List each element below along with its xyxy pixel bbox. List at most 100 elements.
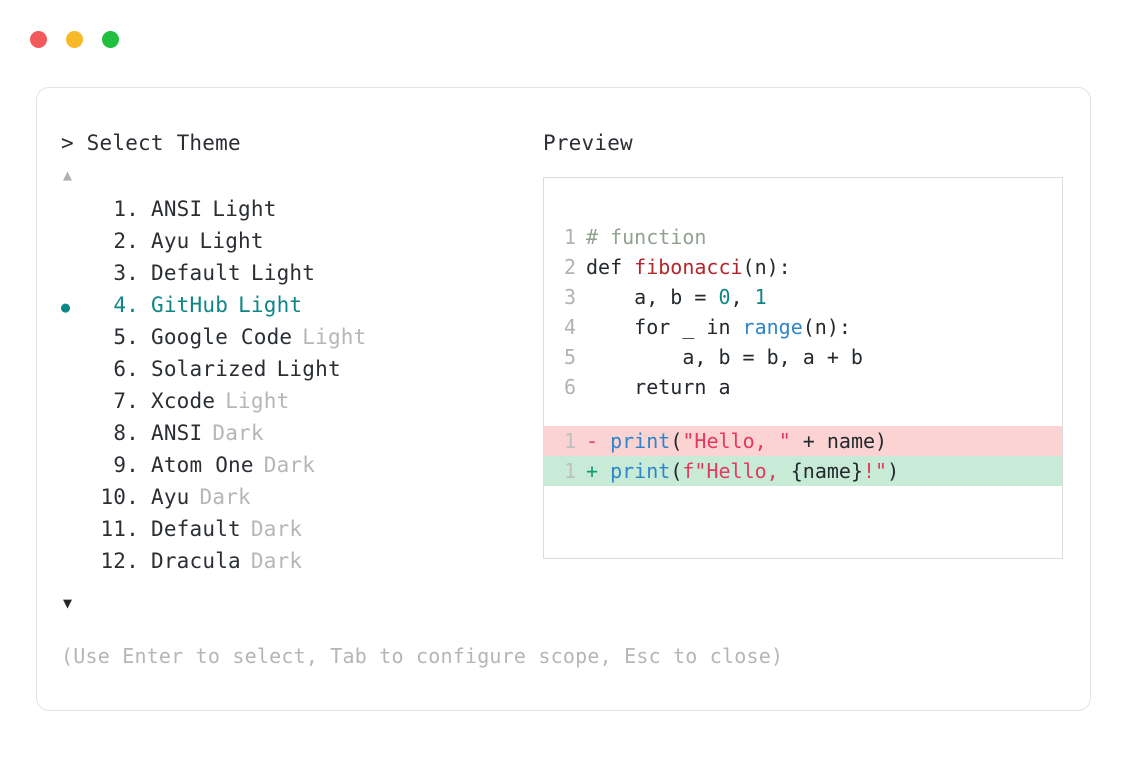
code-token: print: [610, 429, 671, 453]
diff-sign: +: [586, 459, 599, 483]
code-token: (: [670, 459, 683, 483]
theme-list-item[interactable]: 6. Solarized Light: [61, 353, 531, 385]
theme-list-item[interactable]: 8. ANSI Dark: [61, 417, 531, 449]
theme-item-variant: Dark: [250, 517, 303, 541]
code-token: (n):: [802, 315, 851, 339]
maximize-dot[interactable]: [102, 31, 119, 48]
line-number: 1: [563, 225, 576, 249]
close-dot[interactable]: [30, 31, 47, 48]
code-token: (n):: [742, 255, 791, 279]
code-token: range: [742, 315, 803, 339]
code-line: 1 # function: [544, 222, 1062, 252]
theme-item-variant: Light: [250, 261, 316, 285]
scroll-up-icon[interactable]: ▲: [63, 166, 73, 184]
page-title: > Select Theme: [61, 131, 241, 155]
line-number: 6: [563, 375, 576, 399]
code-token: return a: [586, 375, 731, 399]
code-token: 1: [754, 285, 767, 309]
code-line-text: a, b = 0, 1: [586, 282, 767, 312]
code-line-text: return a: [586, 372, 731, 402]
line-number: 4: [563, 315, 576, 339]
selected-bullet-icon: ●: [61, 298, 71, 316]
diff-sign: -: [586, 429, 599, 453]
code-token: print: [610, 459, 671, 483]
theme-item-variant: Light: [238, 293, 303, 317]
code-token: fibonacci: [634, 255, 743, 279]
diff-block: 1- print("Hello, " + name)1+ print(f"Hel…: [544, 426, 1062, 486]
code-line-text: for _ in range(n):: [586, 312, 851, 342]
keyboard-hint: (Use Enter to select, Tab to configure s…: [61, 644, 784, 668]
theme-item-index: 5.: [113, 325, 139, 349]
code-token: + name): [790, 429, 888, 453]
theme-item-variant: Light: [212, 197, 277, 221]
theme-list-item[interactable]: 7. Xcode Light: [61, 385, 531, 417]
theme-item-index: 9.: [113, 453, 139, 477]
preview-title: Preview: [543, 131, 633, 155]
theme-item-name: ANSI: [151, 197, 203, 221]
code-token: [598, 459, 610, 483]
code-token: [598, 429, 610, 453]
theme-item-index: 8.: [113, 421, 139, 445]
diff-line-text: print("Hello, " + name): [598, 426, 887, 456]
theme-list-item[interactable]: 9. Atom One Dark: [61, 449, 531, 481]
theme-item-name: Default: [151, 517, 241, 541]
line-number: 2: [563, 255, 576, 279]
theme-item-name: Ayu: [151, 229, 190, 253]
theme-item-variant: Dark: [199, 485, 251, 509]
code-token: # function: [586, 225, 707, 249]
code-token: a, b =: [586, 285, 719, 309]
code-token: !": [862, 459, 888, 483]
line-number: 1: [563, 459, 576, 483]
theme-item-variant: Dark: [212, 421, 264, 445]
theme-item-name: Atom One: [151, 453, 254, 477]
window-traffic-lights: [30, 31, 119, 48]
code-line: 2 def fibonacci(n):: [544, 252, 1062, 282]
diff-added-line: 1 + print(f"Hello, {name}!"): [544, 456, 1062, 486]
diff-line-text: print(f"Hello, {name}!"): [598, 456, 899, 486]
line-number: 5: [563, 345, 576, 369]
code-token: ): [887, 459, 900, 483]
code-line-text: # function: [586, 222, 706, 252]
code-token: "Hello, ": [682, 429, 791, 453]
diff-removed-line: 1- print("Hello, " + name): [544, 426, 1062, 456]
code-token: 0: [718, 285, 731, 309]
line-number: 1: [563, 429, 576, 453]
code-line: 3 a, b = 0, 1: [544, 282, 1062, 312]
code-token: {name}: [790, 459, 863, 483]
code-line-text: a, b = b, a + b: [586, 342, 863, 372]
code-line: 6 return a: [544, 372, 1062, 402]
theme-item-variant: Dark: [263, 453, 316, 477]
theme-item-index: 12.: [100, 549, 139, 573]
theme-item-variant: Dark: [250, 549, 303, 573]
minimize-dot[interactable]: [66, 31, 83, 48]
scroll-down-icon[interactable]: ▼: [63, 594, 73, 612]
theme-item-variant: Light: [302, 325, 367, 349]
code-token: for _ in: [586, 315, 743, 339]
theme-item-index: 11.: [100, 517, 139, 541]
code-token: a, b = b, a + b: [586, 345, 863, 369]
theme-item-variant: Light: [225, 389, 290, 413]
theme-item-index: 6.: [113, 357, 139, 381]
code-token: def: [586, 255, 635, 279]
theme-list-item[interactable]: 11. Default Dark: [61, 513, 531, 545]
theme-item-name: Solarized: [151, 357, 267, 381]
code-token: (: [670, 429, 683, 453]
theme-item-index: 3.: [113, 261, 139, 285]
theme-item-index: 7.: [113, 389, 139, 413]
theme-item-index: 2.: [113, 229, 139, 253]
theme-item-name: Xcode: [151, 389, 216, 413]
theme-item-name: ANSI: [151, 421, 203, 445]
theme-item-variant: Light: [276, 357, 341, 381]
